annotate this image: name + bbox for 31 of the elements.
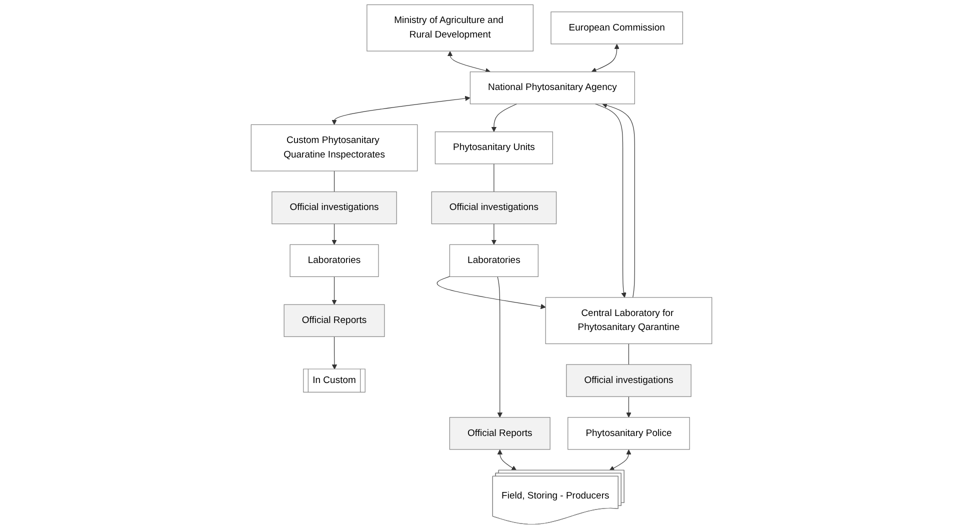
node-box: Central Laboratory for Phytosanitary Qarantine [545,297,712,344]
arrow [497,276,502,418]
arrow [497,449,517,471]
arrow [332,96,470,125]
node-box: Custom Phytosanitary Quaratine Inspectorates [250,124,418,172]
node-box: Laboratories [449,244,538,277]
node-box: Official Reports [449,417,550,450]
arrow [602,102,635,298]
arrow [436,276,546,310]
arrow [332,224,337,245]
connector [334,170,335,192]
node-box: Ministry of Agriculture and Rural Development [366,4,534,52]
connector [628,343,630,365]
node-box: Official investigations [431,191,557,224]
arrow [594,104,626,298]
arrow [491,104,518,132]
node-box: Official Reports [284,304,385,337]
arrow [447,51,491,74]
arrow [591,44,620,72]
arrow [609,449,632,471]
node-box: Phytosanitary Units [434,132,553,164]
arrow [332,276,337,305]
node-box: National Phytosanitary Agency [470,72,635,104]
node-box: Official investigations [272,191,397,224]
arrow [626,396,632,418]
node-box: Official investigations [566,364,692,397]
node-box: Phytosanitary Police [568,417,690,450]
node-box: European Commission [550,12,684,44]
arrow [491,224,497,245]
arrow [332,336,338,370]
node-box: Laboratories [290,244,379,277]
